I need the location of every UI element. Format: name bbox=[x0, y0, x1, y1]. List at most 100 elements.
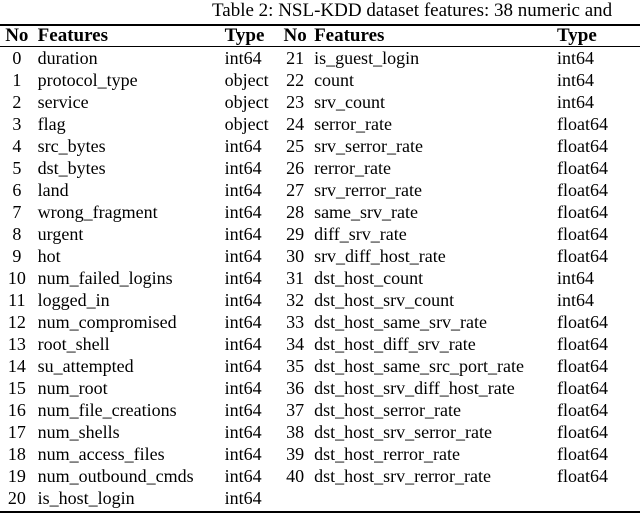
header-rule bbox=[0, 46, 640, 47]
cell-type-right: float64 bbox=[557, 114, 608, 134]
cell-feature-right: dst_host_srv_count bbox=[314, 290, 455, 310]
cell-feature-left: wrong_fragment bbox=[37, 202, 158, 222]
cell-type-right: float64 bbox=[557, 246, 608, 266]
header-features-right: Features bbox=[314, 25, 385, 46]
table-row: 20 is_host_login int64 bbox=[0, 487, 640, 509]
table-row: 12 num_compromised int64 33 dst_host_same_sr… bbox=[0, 311, 640, 333]
cell-type-left: int64 bbox=[224, 400, 262, 420]
cell-type-right: float64 bbox=[557, 356, 608, 376]
cell-feature-left: num_root bbox=[37, 378, 108, 398]
cell-type-left: int64 bbox=[224, 158, 262, 178]
cell-feature-left: urgent bbox=[37, 224, 84, 244]
cell-feature-left: num_access_files bbox=[37, 444, 165, 464]
cell-type-left: object bbox=[224, 114, 269, 134]
cell-type-right: float64 bbox=[557, 180, 608, 200]
header-no-left: No bbox=[5, 25, 29, 46]
cell-no-left: 10 bbox=[7, 268, 26, 288]
cell-feature-left: su_attempted bbox=[37, 356, 134, 376]
cell-type-left: int64 bbox=[224, 202, 262, 222]
cell-feature-left: land bbox=[37, 180, 69, 200]
header-no-right: No bbox=[283, 25, 307, 46]
cell-type-right: float64 bbox=[557, 312, 608, 332]
cell-feature-left: hot bbox=[37, 246, 61, 266]
cell-feature-left: protocol_type bbox=[37, 70, 138, 90]
table-caption: Table 2: NSL-KDD dataset features: 38 nu… bbox=[212, 0, 613, 21]
cell-type-left: int64 bbox=[224, 180, 262, 200]
cell-type-right: float64 bbox=[557, 422, 608, 442]
cell-no-right: 38 bbox=[286, 422, 305, 442]
cell-feature-right: rerror_rate bbox=[314, 158, 392, 178]
cell-no-left: 13 bbox=[7, 334, 26, 354]
cell-no-right: 37 bbox=[286, 400, 305, 420]
cell-no-right: 33 bbox=[286, 312, 305, 332]
cell-type-right: float64 bbox=[557, 334, 608, 354]
cell-no-right: 40 bbox=[286, 466, 305, 486]
cell-type-left: int64 bbox=[224, 48, 262, 68]
cell-type-left: int64 bbox=[224, 488, 262, 508]
cell-type-left: int64 bbox=[224, 312, 262, 332]
cell-type-right: float64 bbox=[557, 378, 608, 398]
cell-type-right: float64 bbox=[557, 400, 608, 420]
cell-no-right: 25 bbox=[286, 136, 305, 156]
cell-type-right: int64 bbox=[557, 92, 595, 112]
cell-no-left: 4 bbox=[12, 136, 22, 156]
cell-feature-left: num_compromised bbox=[37, 312, 177, 332]
cell-feature-right: srv_count bbox=[314, 92, 386, 112]
cell-feature-right: dst_host_same_srv_rate bbox=[314, 312, 488, 332]
cell-feature-left: is_host_login bbox=[37, 488, 135, 508]
cell-feature-left: duration bbox=[37, 48, 98, 68]
cell-type-right: float64 bbox=[557, 444, 608, 464]
cell-no-left: 0 bbox=[12, 48, 22, 68]
cell-feature-right: serror_rate bbox=[314, 114, 393, 134]
cell-feature-left: dst_bytes bbox=[37, 158, 106, 178]
bottom-rule bbox=[0, 511, 640, 513]
cell-no-left: 18 bbox=[7, 444, 26, 464]
cell-feature-right bbox=[310, 487, 557, 509]
cell-type-right: int64 bbox=[557, 290, 595, 310]
cell-type-left: int64 bbox=[224, 224, 262, 244]
cell-type-left: int64 bbox=[224, 356, 262, 376]
cell-type-right: int64 bbox=[557, 70, 595, 90]
cell-feature-right: dst_host_diff_srv_rate bbox=[314, 334, 476, 354]
cell-no-left: 2 bbox=[12, 92, 22, 112]
cell-no-left: 14 bbox=[7, 356, 26, 376]
cell-no-right: 23 bbox=[286, 92, 305, 112]
header-type-left: Type bbox=[224, 25, 265, 46]
cell-feature-right: count bbox=[314, 70, 355, 90]
cell-feature-right: same_srv_rate bbox=[314, 202, 419, 222]
cell-no-right: 27 bbox=[286, 180, 305, 200]
cell-no-left: 1 bbox=[12, 70, 22, 90]
cell-feature-right: dst_host_srv_rerror_rate bbox=[314, 466, 492, 486]
cell-feature-right: diff_srv_rate bbox=[314, 224, 407, 244]
cell-type-right: float64 bbox=[557, 202, 608, 222]
cell-type-left: int64 bbox=[224, 246, 262, 266]
cell-type-left: int64 bbox=[224, 334, 262, 354]
cell-feature-right: dst_host_count bbox=[314, 268, 424, 288]
cell-feature-right: is_guest_login bbox=[314, 48, 420, 68]
cell-type-right: float64 bbox=[557, 224, 608, 244]
cell-feature-left: src_bytes bbox=[37, 136, 106, 156]
cell-no-left: 6 bbox=[12, 180, 22, 200]
cell-no-left: 16 bbox=[7, 400, 26, 420]
cell-no-left: 19 bbox=[7, 466, 26, 486]
cell-type-right: int64 bbox=[557, 48, 595, 68]
cell-type-left: int64 bbox=[224, 268, 262, 288]
cell-type-left: object bbox=[224, 70, 269, 90]
cell-no-left: 12 bbox=[7, 312, 26, 332]
cell-no-right: 22 bbox=[286, 70, 305, 90]
cell-feature-right: dst_host_rerror_rate bbox=[314, 444, 461, 464]
header-row: No Features Type No Features Type bbox=[0, 25, 640, 47]
cell-type-right bbox=[557, 487, 640, 509]
cell-no-left: 20 bbox=[7, 488, 26, 508]
